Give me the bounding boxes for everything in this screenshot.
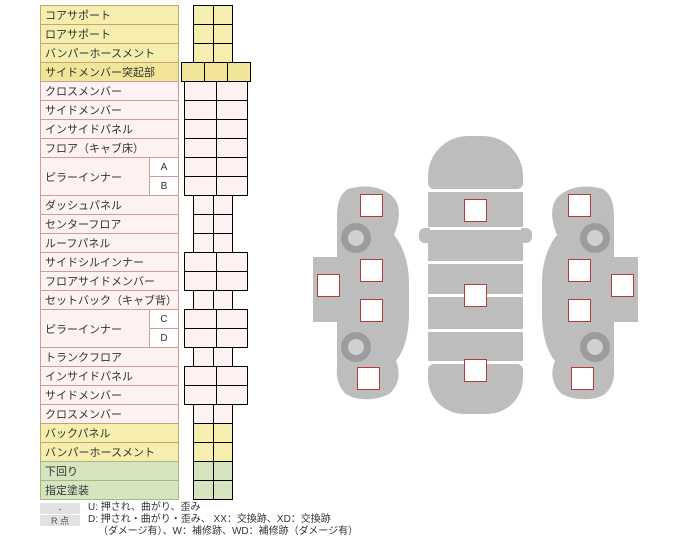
check-cell-strip [193, 480, 233, 500]
part-label: ダッシュパネル [40, 195, 179, 215]
check-cell-strip [193, 233, 233, 253]
car-left-body-shape [313, 186, 409, 400]
check-cell-strip [184, 271, 248, 291]
part-label: トランクフロア [40, 347, 179, 367]
check-cell-strip [184, 138, 248, 158]
check-cell-strip [181, 62, 251, 82]
damage-marker-right-rear-fender[interactable] [571, 367, 594, 390]
car-body-segment-front [428, 136, 523, 189]
wheel-icon [341, 223, 371, 253]
damage-marker-left-front-door[interactable] [360, 259, 383, 282]
part-label: サイドシルインナー [40, 252, 179, 272]
part-label: バンパーホースメント [40, 43, 179, 63]
wheel-icon [341, 332, 371, 362]
check-cell-strip [184, 252, 248, 272]
part-label: サイドメンバー突起部 [40, 62, 179, 82]
legend-badge: R 点 [40, 515, 80, 526]
part-label: センターフロア [40, 214, 179, 234]
damage-marker-left-rear-door[interactable] [360, 299, 383, 322]
part-label: サイドメンバー [40, 385, 179, 405]
damage-marker-top-front[interactable] [464, 199, 487, 222]
damage-marker-right-side-sill[interactable] [611, 274, 634, 297]
wheel-icon [580, 223, 610, 253]
part-label: ロアサポート [40, 24, 179, 44]
wheel-icon [580, 332, 610, 362]
damage-marker-top-rear[interactable] [464, 359, 487, 382]
check-cell[interactable] [212, 480, 233, 500]
damage-marker-left-rear-fender[interactable] [357, 367, 380, 390]
part-label: ピラーインナー [40, 309, 150, 348]
car-right-side-view [542, 186, 638, 400]
right-mirror-icon [521, 228, 532, 243]
car-right-body-shape [542, 186, 638, 400]
car-body-segment-roof-front [428, 230, 523, 261]
check-cell-strip [184, 385, 248, 405]
check-cell-strip [193, 347, 233, 367]
legend-text: U: 押され、曲がり、歪み [88, 502, 201, 513]
legend-badge: - [40, 503, 80, 514]
part-label: インサイドパネル [40, 119, 179, 139]
car-left-side-view [313, 186, 409, 400]
damage-marker-right-front-door[interactable] [568, 259, 591, 282]
damage-marker-top-center[interactable] [464, 284, 487, 307]
damage-marker-right-front-fender[interactable] [568, 194, 591, 217]
part-label: セットバック（キャブ背） [40, 290, 179, 310]
part-label: 指定塗装 [40, 480, 179, 500]
legend-text: D: 押され・曲がり・歪み、 XX：交換跡、XD：交換跡 [88, 514, 331, 525]
legend-text: （ダメージ有）、W：補修跡、WD：補修跡（ダメージ有） [98, 526, 359, 537]
damage-marker-left-side-sill[interactable] [317, 274, 340, 297]
check-cell-strip [193, 290, 233, 310]
car-body-segment-rear-window [428, 332, 523, 361]
check-cell-strip [184, 328, 248, 348]
car-top-view [419, 136, 532, 414]
damage-marker-right-rear-door[interactable] [568, 299, 591, 322]
check-cell-strip [184, 100, 248, 120]
check-cell-strip [193, 43, 233, 63]
part-label: サイドメンバー [40, 100, 179, 120]
check-cell-strip [193, 24, 233, 44]
part-label: クロスメンバー [40, 404, 179, 424]
check-cell-strip [184, 309, 248, 329]
damage-marker-left-front-fender[interactable] [360, 194, 383, 217]
check-cell-strip [193, 423, 233, 443]
check-cell-strip [184, 366, 248, 386]
left-mirror-icon [419, 228, 430, 243]
part-label: バンパーホースメント [40, 442, 179, 462]
check-cell-strip [184, 81, 248, 101]
part-label: フロア（キャブ床） [40, 138, 179, 158]
